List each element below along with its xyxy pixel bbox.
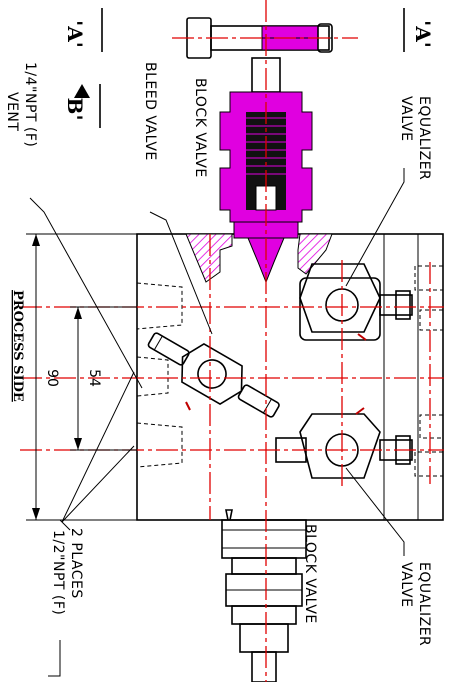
section-mark-a-left: 'A': [63, 8, 103, 52]
block-valve-top-label: BLOCK VALVE: [192, 78, 208, 178]
bleed-valve-leader: [149, 211, 213, 335]
vent-leader: [29, 197, 143, 389]
svg-text:'A': 'A': [63, 20, 87, 48]
process-side-label: PROCESS SIDE: [10, 290, 25, 402]
equalizer-bottom-label-line1: EQUALIZER: [416, 562, 432, 646]
bleed-valve: [147, 332, 280, 418]
equalizer-top-label-line2: VALVE: [398, 96, 414, 141]
section-mark-b: 'B': [63, 84, 101, 128]
manifold-body: [136, 233, 444, 521]
equalizer-top-leader: [345, 168, 405, 287]
equalizer-valve-bottom: [275, 407, 413, 479]
places-leader-tail: [48, 640, 61, 677]
dimension-90-value: 90: [44, 369, 60, 387]
places-leader: [59, 371, 135, 531]
equalizer-bottom-leader: [345, 467, 405, 556]
equalizer-bottom-label-line2: VALVE: [398, 562, 414, 607]
equalizer-top-label-line1: EQUALIZER: [416, 96, 432, 180]
process-ports: [136, 282, 183, 468]
bleed-valve-label: BLEED VALVE: [142, 62, 158, 161]
section-mark-a-right: 'A': [403, 8, 435, 52]
bottom-block-valve: [221, 509, 307, 682]
places-label-line2: 1/2"NPT (F): [50, 530, 66, 615]
block-valve-bottom-label: BLOCK VALVE: [302, 524, 318, 624]
dimension-90: [26, 233, 137, 521]
instrument-ports: [414, 265, 443, 477]
svg-text:'A': 'A': [411, 20, 435, 48]
vent-label-line2: VENT: [4, 92, 20, 131]
vent-label-line1: 1/4"NPT (F): [22, 62, 38, 147]
dimension-54-value: 54: [86, 369, 102, 387]
places-label-line1: 2 PLACES: [68, 528, 84, 599]
dimension-54: [70, 306, 137, 451]
equalizer-valve-top: [299, 263, 413, 341]
svg-text:'B': 'B': [63, 91, 87, 120]
